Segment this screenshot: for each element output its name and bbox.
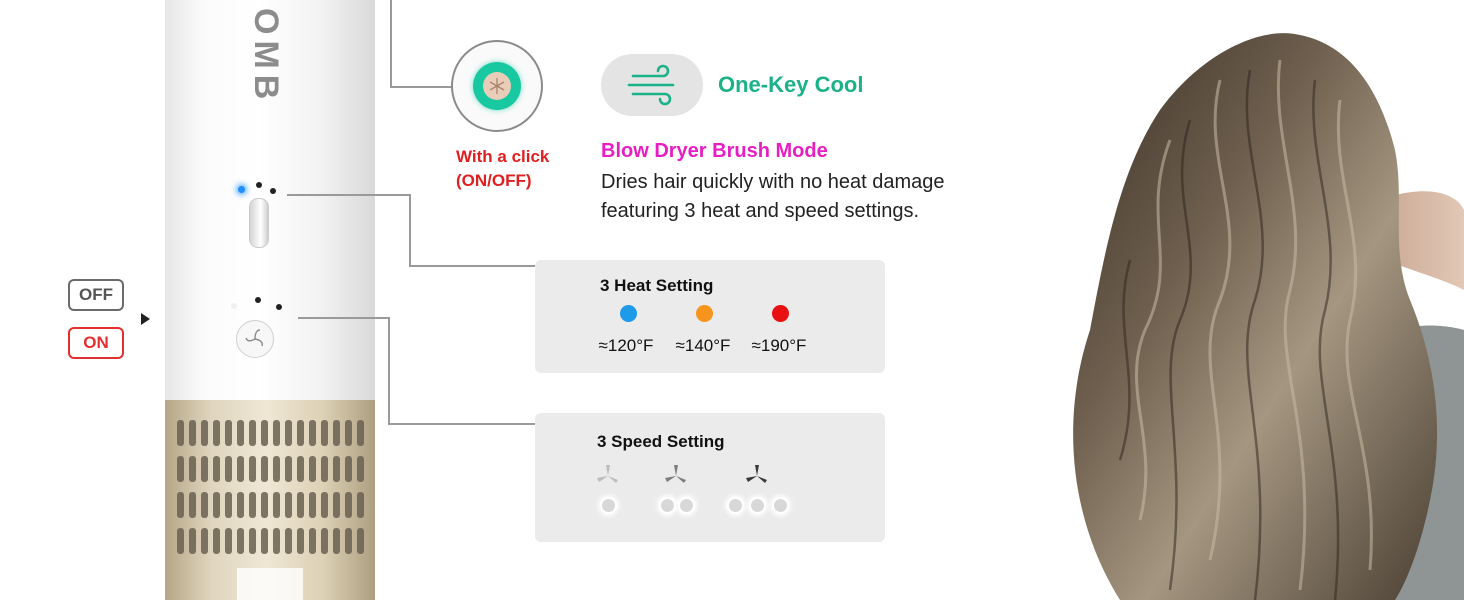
speed-dot <box>749 497 766 514</box>
mode-description-line2: featuring 3 heat and speed settings. <box>601 200 920 222</box>
speed-setting-panel <box>535 413 885 542</box>
fan-speed-3-icon <box>746 465 767 483</box>
speed-dot <box>659 497 676 514</box>
cool-label: One-Key Cool <box>718 72 864 97</box>
heat-slider-switch[interactable] <box>249 198 269 248</box>
speed-setting-title: 3 Speed Setting <box>597 432 725 451</box>
off-button[interactable]: OFF <box>68 279 124 311</box>
connector-line <box>388 423 536 425</box>
mode-description-line1: Dries hair quickly with no heat damage <box>601 171 945 193</box>
on-button[interactable]: ON <box>68 327 124 359</box>
cool-wind-badge <box>601 54 703 116</box>
click-caption: With a click (ON/OFF) <box>456 145 549 193</box>
connector-line <box>298 317 389 319</box>
mode-description: Dries hair quickly with no heat damage f… <box>601 168 1021 226</box>
snowflake-icon <box>483 72 511 100</box>
speed-dot <box>727 497 744 514</box>
indicator-dot <box>256 182 262 188</box>
connector-line <box>388 317 390 424</box>
speed-dot <box>772 497 789 514</box>
connector-line <box>287 194 410 196</box>
speed-button[interactable] <box>236 320 274 358</box>
fan-icon <box>245 329 263 347</box>
connector-line <box>409 265 536 267</box>
pointer-arrow-icon <box>141 313 150 325</box>
connector-line <box>390 0 392 87</box>
indicator-dot <box>231 303 237 309</box>
speed-dot <box>600 497 617 514</box>
click-caption-line2: (ON/OFF) <box>456 171 532 190</box>
connector-line <box>390 86 452 88</box>
heat-level-2-temp: ≈140°F <box>675 336 731 355</box>
indicator-dot <box>276 304 282 310</box>
indicator-dot <box>255 297 261 303</box>
click-caption-line1: With a click <box>456 147 550 166</box>
fan-speed-2-icon <box>665 465 686 483</box>
mode-title: Blow Dryer Brush Mode <box>601 140 828 162</box>
heat-level-1-temp: ≈120°F <box>598 336 654 355</box>
indicator-dot <box>270 188 276 194</box>
heat-indicator-light <box>238 186 245 193</box>
device-vent-base <box>165 400 375 600</box>
connector-line <box>409 194 411 266</box>
speed-dot <box>678 497 695 514</box>
heat-level-1-dot <box>620 305 637 322</box>
hair-model-photo <box>1050 0 1464 600</box>
device-brand-logo: OMB <box>247 8 285 106</box>
heat-setting-title: 3 Heat Setting <box>600 276 714 295</box>
heat-level-3-temp: ≈190°F <box>751 336 807 355</box>
fan-speed-1-icon <box>597 465 618 483</box>
heat-level-2-dot <box>696 305 713 322</box>
wind-icon <box>627 64 675 106</box>
heat-level-3-dot <box>772 305 789 322</box>
